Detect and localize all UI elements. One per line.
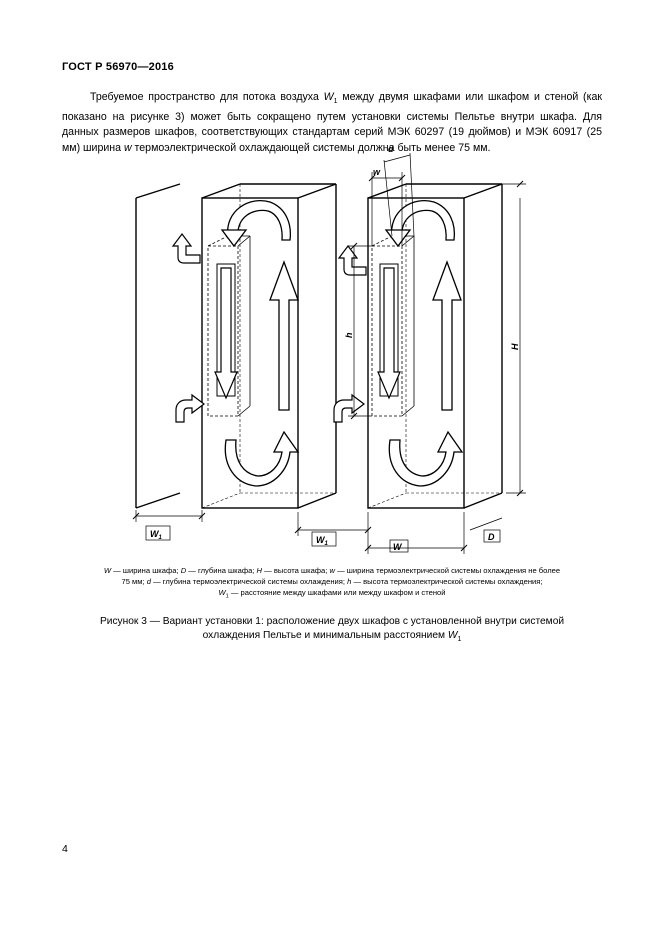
label-W1-left: W1 <box>145 525 171 541</box>
body-paragraph: Требуемое пространство для потока воздух… <box>62 91 602 154</box>
airflow-exit-arrow-left <box>171 233 201 264</box>
legend-line-3: W1 — расстояние между шкафами или между … <box>218 588 446 600</box>
label-w: w <box>373 167 381 177</box>
airflow-up-arrow-left <box>269 260 299 411</box>
figure-caption: Рисунок 3 — Вариант установки 1: располо… <box>62 615 602 647</box>
right-cabinet <box>367 183 503 509</box>
svg-text:W: W <box>393 542 403 552</box>
airflow-bottom-curve-right <box>388 430 464 487</box>
airflow-exit-arrow-right <box>337 245 367 276</box>
airflow-down-arrow-left <box>214 267 238 400</box>
left-cooling-unit <box>207 235 251 417</box>
caption-line-1: Рисунок 3 — Вариант установки 1: располо… <box>99 616 565 627</box>
label-W: W <box>389 539 409 553</box>
svg-text:W1: W1 <box>150 529 163 541</box>
legend-line-2: 75 мм; d — глубина термоэлектрической си… <box>121 577 543 586</box>
label-W1-mid: W1 <box>311 531 337 547</box>
label-H: H <box>510 343 520 350</box>
caption-line-2: охлаждения Пельтье и минимальным расстоя… <box>202 630 462 644</box>
airflow-inlet-arrow-left <box>175 393 205 423</box>
airflow-top-curve-right <box>384 200 456 248</box>
svg-text:D: D <box>488 532 495 542</box>
svg-text:W1: W1 <box>316 535 329 547</box>
wall <box>135 183 181 509</box>
label-d: d <box>388 144 394 154</box>
document-header: ГОСТ Р 56970—2016 <box>62 61 174 73</box>
dimension-lines <box>135 152 526 554</box>
airflow-bottom-curve-left <box>224 430 300 487</box>
airflow-up-arrow-right <box>432 260 462 411</box>
legend-line-1: W — ширина шкафа; D — глубина шкафа; H —… <box>103 566 561 575</box>
page-number: 4 <box>62 843 68 855</box>
figure-legend: W — ширина шкафа; D — глубина шкафа; H —… <box>62 565 602 603</box>
airflow-top-curve-left <box>220 200 292 248</box>
airflow-inlet-arrow-right <box>333 393 365 423</box>
label-h: h <box>344 332 354 338</box>
airflow-down-arrow-right <box>377 267 401 400</box>
label-D: D <box>483 529 501 543</box>
dimension-ticks <box>132 174 524 552</box>
